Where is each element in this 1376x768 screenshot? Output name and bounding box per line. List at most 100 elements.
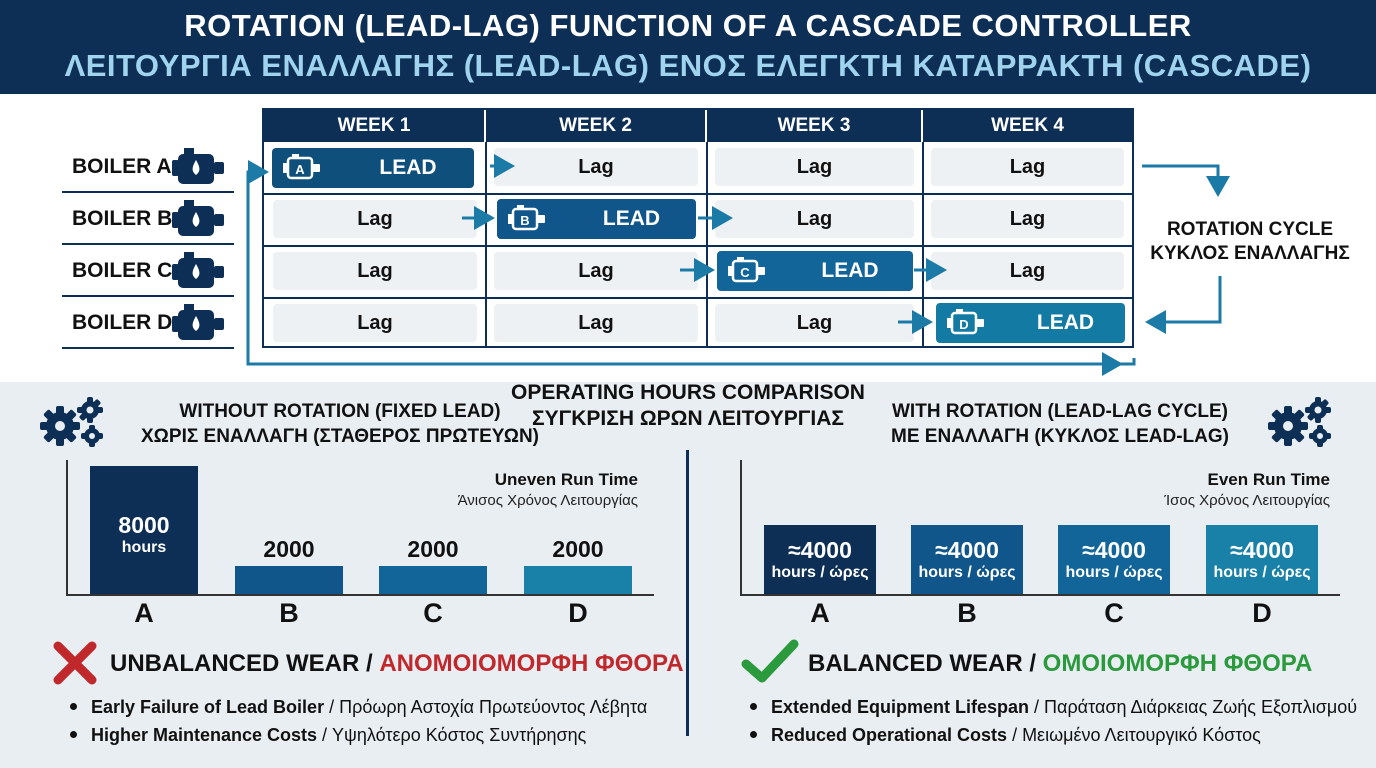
- category-label: A: [810, 598, 830, 628]
- lag-cell: Lag: [273, 200, 477, 238]
- lag-cell: Lag: [273, 252, 477, 290]
- boiler-icon: [172, 304, 224, 340]
- rotation-label-greek: ΚΥΚΛΟΣ ΕΝΑΛΛΑΓΗΣ: [1150, 243, 1350, 264]
- category-label: B: [957, 598, 977, 628]
- bar-value: 2000: [407, 536, 459, 562]
- lead-label: LEAD: [1036, 311, 1095, 334]
- boiler-separator: [62, 347, 234, 349]
- bullet-item: Reduced Operational Costs / Μειωμένο Λει…: [750, 725, 1261, 746]
- category-label: A: [134, 598, 154, 628]
- row-divider: [264, 193, 1132, 195]
- comparison-title-greek: ΣΥΓΚΡΙΣΗ ΩΡΩΝ ΛΕΙΤΟΥΡΓΙΑΣ: [531, 407, 845, 430]
- column-divider: [485, 142, 487, 346]
- wear-greek: ΑΝΟΜΟΙΟΜΟΡΦΗ ΦΘΟΡΑ: [379, 650, 684, 677]
- bar-b: ≈4000 hours / ώρες: [911, 525, 1023, 594]
- bar-c: ≈4000 hours / ώρες: [1058, 525, 1170, 594]
- bar-value: ≈4000: [788, 537, 852, 563]
- with-title-english: WITH ROTATION (LEAD-LAG CYCLE): [892, 401, 1228, 422]
- bar-value: 8000: [118, 512, 170, 538]
- with-rotation-title: WITH ROTATION (LEAD-LAG CYCLE) ΜΕ ΕΝΑΛΛΑ…: [830, 399, 1290, 449]
- bullet-item: Higher Maintenance Costs / Υψηλότερο Κόσ…: [70, 725, 586, 746]
- lag-cell: Lag: [494, 148, 698, 186]
- title-greek: ΛΕΙΤΟΥΡΓΙΑ ΕΝΑΛΛΑΓΗΣ (LEAD-LAG) ΕΝΟΣ ΕΛΕ…: [64, 48, 1312, 83]
- lag-cell: Lag: [494, 304, 698, 342]
- y-axis: [740, 460, 742, 596]
- boiler-letter: C: [740, 265, 750, 280]
- column-divider: [922, 142, 924, 346]
- boiler-separator: [62, 191, 234, 193]
- wear-english: BALANCED WEAR /: [808, 650, 1036, 677]
- lead-cell: D LEAD: [936, 303, 1125, 343]
- week-1-header: WEEK 1: [264, 110, 486, 142]
- category-label: B: [279, 598, 299, 628]
- unbalanced-wear-label: UNBALANCED WEAR / ΑΝΟΜΟΙΟΜΟΡΦΗ ΦΘΟΡΑ: [110, 650, 684, 678]
- lag-cell: Lag: [715, 148, 914, 186]
- lead-cell: B LEAD: [497, 199, 696, 239]
- gears-icon: [1268, 397, 1331, 447]
- column-divider: [706, 142, 708, 346]
- schedule-grid: WEEK 1 WEEK 2 WEEK 3 WEEK 4 A LEAD Lag L…: [262, 108, 1134, 348]
- week-3-header: WEEK 3: [707, 110, 923, 142]
- lag-cell: Lag: [931, 200, 1124, 238]
- even-runtime-note: Even Run Time Ίσος Χρόνος Λειτουργίας: [1090, 470, 1330, 509]
- checkmark-icon: [741, 639, 799, 683]
- bar-a: ≈4000 hours / ώρες: [764, 525, 876, 594]
- bar-unit: hours / ώρες: [1065, 564, 1163, 581]
- comparison-title-english: OPERATING HOURS COMPARISON: [511, 381, 865, 404]
- bar-unit: hours / ώρες: [771, 564, 869, 581]
- wear-english: UNBALANCED WEAR /: [110, 650, 373, 677]
- boiler-letter: A: [295, 162, 305, 177]
- week-4-header: WEEK 4: [923, 110, 1132, 142]
- uneven-runtime-note: Uneven Run Time Άνισος Χρόνος Λειτουργία…: [400, 470, 638, 509]
- x-axis: [740, 594, 1340, 596]
- bar-d: ≈4000 hours / ώρες: [1206, 525, 1318, 594]
- boiler-icon: A: [283, 154, 320, 180]
- boiler-separator: [62, 295, 234, 297]
- vertical-divider: [686, 450, 689, 736]
- rotation-label-english: ROTATION CYCLE: [1166, 219, 1334, 240]
- bar-b: [235, 566, 343, 594]
- lead-label: LEAD: [602, 207, 661, 230]
- runtime-english: Even Run Time: [1207, 470, 1331, 489]
- bullet-item: Extended Equipment Lifespan / Παράταση Δ…: [750, 697, 1357, 718]
- boiler-icon: C: [728, 257, 765, 283]
- runtime-english: Uneven Run Time: [494, 470, 638, 489]
- category-label: D: [568, 598, 588, 628]
- boiler-icon: B: [508, 205, 545, 231]
- lag-cell: Lag: [273, 304, 477, 342]
- lead-cell: A LEAD: [272, 148, 474, 188]
- boiler-icon: D: [947, 309, 984, 335]
- with-title-greek: ΜΕ ΕΝΑΛΛΑΓΗ (ΚΥΚΛΟΣ LEAD-LAG): [891, 426, 1229, 447]
- x-mark-icon: [53, 641, 97, 685]
- gears-icon: [40, 397, 103, 447]
- rotation-arrows: [246, 154, 1230, 376]
- category-label: C: [1104, 598, 1124, 628]
- bar-d: [524, 566, 632, 594]
- header-banner: ROTATION (LEAD-LAG) FUNCTION OF A CASCAD…: [0, 0, 1376, 94]
- boiler-letter: D: [959, 317, 968, 332]
- category-label: C: [423, 598, 443, 628]
- comparison-title: OPERATING HOURS COMPARISON ΣΥΓΚΡΙΣΗ ΩΡΩΝ…: [488, 380, 888, 432]
- rotation-cycle-label: ROTATION CYCLE ΚΥΚΛΟΣ ΕΝΑΛΛΑΓΗΣ: [1150, 218, 1350, 266]
- bar-value: ≈4000: [1230, 537, 1294, 563]
- lag-cell: Lag: [715, 304, 914, 342]
- x-axis: [66, 594, 654, 596]
- boiler-letter: B: [520, 213, 529, 228]
- title-english: ROTATION (LEAD-LAG) FUNCTION OF A CASCAD…: [184, 8, 1192, 43]
- lead-cell: C LEAD: [717, 251, 913, 291]
- runtime-greek: Άνισος Χρόνος Λειτουργίας: [457, 492, 638, 509]
- lead-label: LEAD: [821, 259, 879, 282]
- lag-cell: Lag: [931, 252, 1124, 290]
- bar-unit: hours / ώρες: [918, 564, 1016, 581]
- boiler-b-label: BOILER B: [72, 207, 173, 230]
- boiler-d-label: BOILER D: [72, 311, 173, 334]
- boiler-a-label: BOILER A: [72, 155, 172, 178]
- row-divider: [264, 245, 1132, 247]
- bar-value: ≈4000: [935, 537, 999, 563]
- wear-greek: ΟΜΟΙΟΜΟΡΦΗ ΦΘΟΡΑ: [1042, 650, 1313, 677]
- without-title-greek: ΧΩΡΙΣ ΕΝΑΛΛΑΓΗ (ΣΤΑΘΕΡΟΣ ΠΡΩΤΕΥΩΝ): [141, 426, 539, 447]
- row-divider: [264, 297, 1132, 299]
- bar-value: 2000: [552, 536, 604, 562]
- category-label: D: [1252, 598, 1272, 628]
- balanced-wear-label: BALANCED WEAR / ΟΜΟΙΟΜΟΡΦΗ ΦΘΟΡΑ: [808, 650, 1312, 678]
